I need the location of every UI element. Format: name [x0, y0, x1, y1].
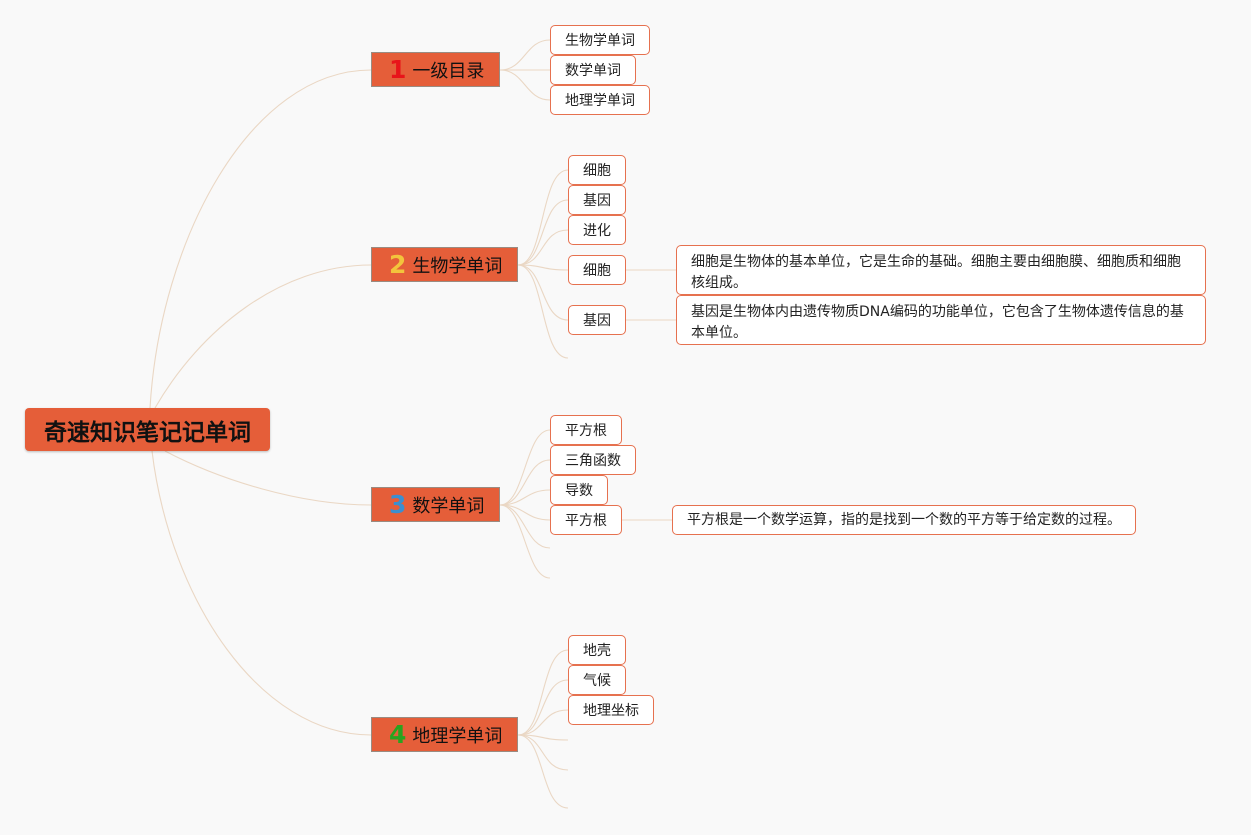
subtopic-math-words[interactable]: 数学单词 [550, 55, 636, 85]
connector-root-b2 [154, 264, 372, 409]
subtopic-climate[interactable]: 气候 [568, 665, 626, 695]
root-topic[interactable]: 奇速知识笔记记单词 [25, 408, 270, 451]
subtopic-gene[interactable]: 基因 [568, 185, 626, 215]
subtopic-derivative[interactable]: 导数 [550, 475, 608, 505]
subtopic-trigonometric-function[interactable]: 三角函数 [550, 445, 636, 475]
subtopic-evolution[interactable]: 进化 [568, 215, 626, 245]
branch-topic-2[interactable]: 2 生物学单词 [371, 247, 518, 282]
subtopic-gene-detail[interactable]: 基因 [568, 305, 626, 335]
subtopic-geographic-coordinates[interactable]: 地理坐标 [568, 695, 654, 725]
subtopic-cell[interactable]: 细胞 [568, 155, 626, 185]
note-cell-definition[interactable]: 细胞是生物体的基本单位，它是生命的基础。细胞主要由细胞膜、细胞质和细胞核组成。 [676, 245, 1206, 295]
branch-label: 生物学单词 [412, 255, 503, 277]
subtopic-cell-detail[interactable]: 细胞 [568, 255, 626, 285]
subtopic-biology-words[interactable]: 生物学单词 [550, 25, 650, 55]
connector-root-b3 [164, 450, 372, 506]
subtopic-earth-crust[interactable]: 地壳 [568, 635, 626, 665]
branch-topic-4[interactable]: 4 地理学单词 [371, 717, 518, 752]
branch-label: 一级目录 [412, 60, 485, 82]
number-4-icon: 4 [389, 720, 407, 749]
branch-label: 数学单词 [412, 495, 485, 517]
connector-root-b1 [149, 69, 372, 409]
branch-topic-1[interactable]: 1 一级目录 [371, 52, 500, 87]
branch-topic-3[interactable]: 3 数学单词 [371, 487, 500, 522]
number-1-icon: 1 [389, 55, 407, 84]
note-gene-definition[interactable]: 基因是生物体内由遗传物质DNA编码的功能单位，它包含了生物体遗传信息的基本单位。 [676, 295, 1206, 345]
number-2-icon: 2 [389, 250, 407, 279]
subtopic-square-root[interactable]: 平方根 [550, 415, 622, 445]
connector-root-b4 [151, 450, 372, 736]
number-3-icon: 3 [389, 490, 407, 519]
subtopic-square-root-detail[interactable]: 平方根 [550, 505, 622, 535]
note-square-root-definition[interactable]: 平方根是一个数学运算，指的是找到一个数的平方等于给定数的过程。 [672, 505, 1136, 535]
branch-label: 地理学单词 [412, 725, 503, 747]
subtopic-geography-words[interactable]: 地理学单词 [550, 85, 650, 115]
